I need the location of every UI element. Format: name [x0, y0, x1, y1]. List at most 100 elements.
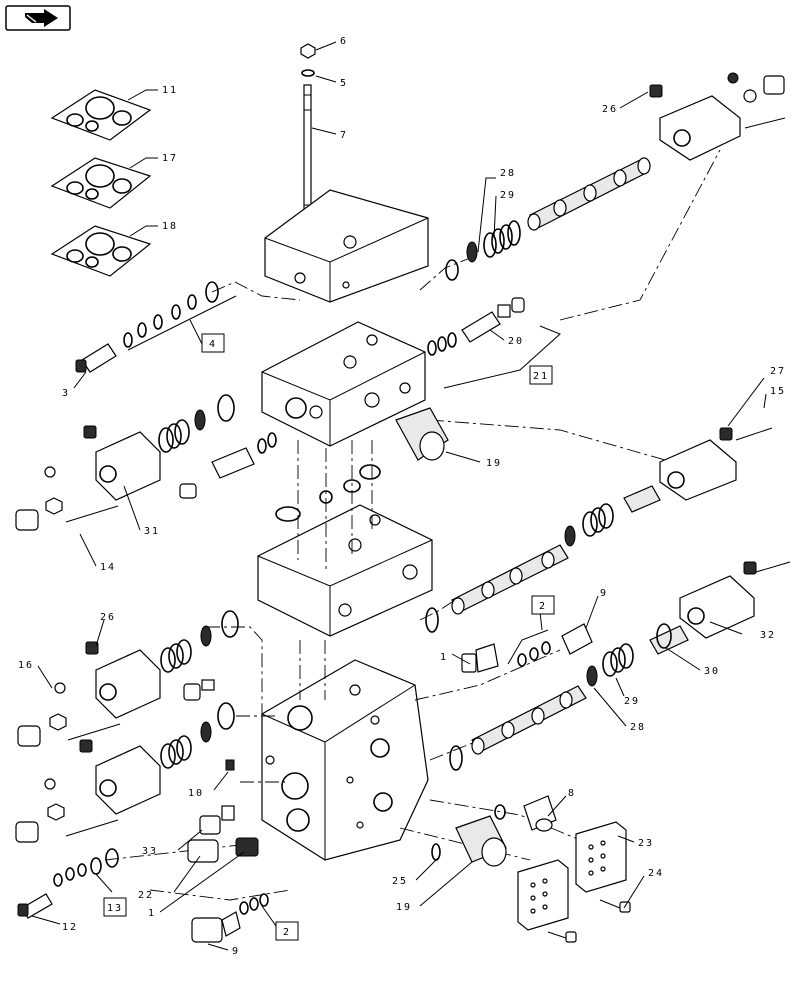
main-valve-body [261, 659, 429, 861]
spring-cap-lower-a [85, 641, 161, 719]
check-valve-3 [75, 343, 117, 373]
callout-8: 8 [568, 788, 576, 799]
upper-end-block [264, 189, 429, 303]
callout-23: 23 [638, 838, 654, 849]
callout-5: 5 [340, 78, 348, 89]
orings-middle [275, 464, 381, 522]
orings-13 [53, 848, 119, 887]
callout-16: 16 [18, 660, 34, 671]
callout-27: 27 [770, 366, 786, 377]
lower-section-block [257, 504, 433, 637]
cartridge-19-upper [395, 407, 449, 461]
retainer-upper [466, 241, 478, 263]
callout-6: 6 [340, 36, 348, 47]
callout-24: 24 [648, 868, 664, 879]
oring-middle-right [425, 607, 439, 633]
retainer-lower [586, 665, 598, 687]
cap-upper [763, 75, 785, 95]
spring-cap-lower-b [79, 739, 161, 815]
hardware-left-middle [15, 466, 119, 531]
callout-31: 31 [144, 526, 160, 537]
cartridge-19-lower [455, 815, 507, 867]
callout-25: 25 [392, 876, 408, 887]
orings-2-upper [517, 641, 551, 667]
springs-left-middle [158, 394, 235, 453]
plugs-left-lower [15, 679, 235, 843]
callout-19-upper: 19 [486, 458, 502, 469]
callout-boxes [103, 333, 555, 941]
callout-15: 15 [770, 386, 786, 397]
callout-19-lower: 19 [396, 902, 412, 913]
relief-cartridge-upper [461, 297, 525, 343]
callout-29-lower: 29 [624, 696, 640, 707]
callout-9-lower: 9 [232, 946, 240, 957]
oring-25 [431, 843, 441, 861]
springs-left-lower [160, 610, 239, 769]
callout-26-upper: 26 [602, 104, 618, 115]
callout-29-upper: 29 [500, 190, 516, 201]
spool-middle [451, 544, 569, 615]
callout-11: 11 [162, 85, 178, 96]
spring-upper [483, 220, 521, 258]
callout-13: 13 [107, 903, 123, 914]
orings-upper-right [427, 332, 457, 356]
callout-30: 30 [704, 666, 720, 677]
spring-cap-31 [83, 425, 161, 501]
washer [301, 69, 315, 77]
callout-9-upper: 9 [600, 588, 608, 599]
cartridge-9-upper [561, 623, 593, 655]
end-cap-32 [679, 561, 791, 639]
oring-lower-right [449, 745, 463, 771]
nut-upper [743, 89, 757, 103]
callout-33: 33 [142, 846, 158, 857]
cartridge-left-middle [179, 432, 277, 499]
nut [300, 43, 316, 59]
callout-28-upper: 28 [500, 168, 516, 179]
callout-2-lower: 2 [283, 927, 291, 938]
callout-18: 18 [162, 221, 178, 232]
callout-7: 7 [340, 130, 348, 141]
cartridge-1-lower [235, 837, 259, 857]
callout-labels: 6 5 7 11 17 18 26 28 29 3 4 20 21 27 15 … [18, 36, 786, 957]
callout-17: 17 [162, 153, 178, 164]
retainer-middle [564, 525, 576, 547]
callout-2-upper: 2 [539, 601, 547, 612]
oring-8 [494, 804, 506, 820]
fitting-12 [17, 893, 53, 919]
callout-4: 4 [209, 339, 217, 350]
middle-section-block [261, 321, 426, 447]
small-nut-upper [727, 72, 739, 84]
callout-26-lower: 26 [100, 612, 116, 623]
callout-20: 20 [508, 336, 524, 347]
seal-kit-bag-17 [50, 157, 152, 209]
end-cap-upper [659, 95, 741, 161]
spool-end-30 [649, 623, 689, 655]
bolt-upper [744, 117, 786, 129]
end-cap-middle [659, 427, 773, 501]
callout-32: 32 [760, 630, 776, 641]
seal-kit-bag-18 [50, 225, 152, 277]
callout-1-lower: 1 [148, 908, 156, 919]
cartridge-22 [187, 839, 219, 863]
seal-kit-bag-11 [50, 89, 152, 141]
oring-upper [445, 259, 459, 281]
next-page-arrow-icon [25, 9, 58, 27]
next-page-button[interactable] [5, 5, 71, 31]
cartridge-1-upper [461, 643, 499, 673]
spool-upper [527, 157, 651, 231]
cartridge-9-lower [191, 911, 241, 943]
bolt-lower-plate [547, 931, 577, 943]
cover-plate-lower-right [517, 859, 569, 931]
leader-lines [31, 41, 767, 951]
callout-21: 21 [533, 371, 549, 382]
cover-plate-23 [575, 821, 627, 893]
callout-28-lower: 28 [630, 722, 646, 733]
plug-upper [649, 84, 663, 98]
spring-middle [582, 503, 614, 537]
callout-14: 14 [100, 562, 116, 573]
seal-rings-left-row [123, 281, 219, 348]
callout-10: 10 [188, 788, 204, 799]
cartridge-8 [523, 795, 557, 832]
cartridge-33 [199, 805, 235, 835]
